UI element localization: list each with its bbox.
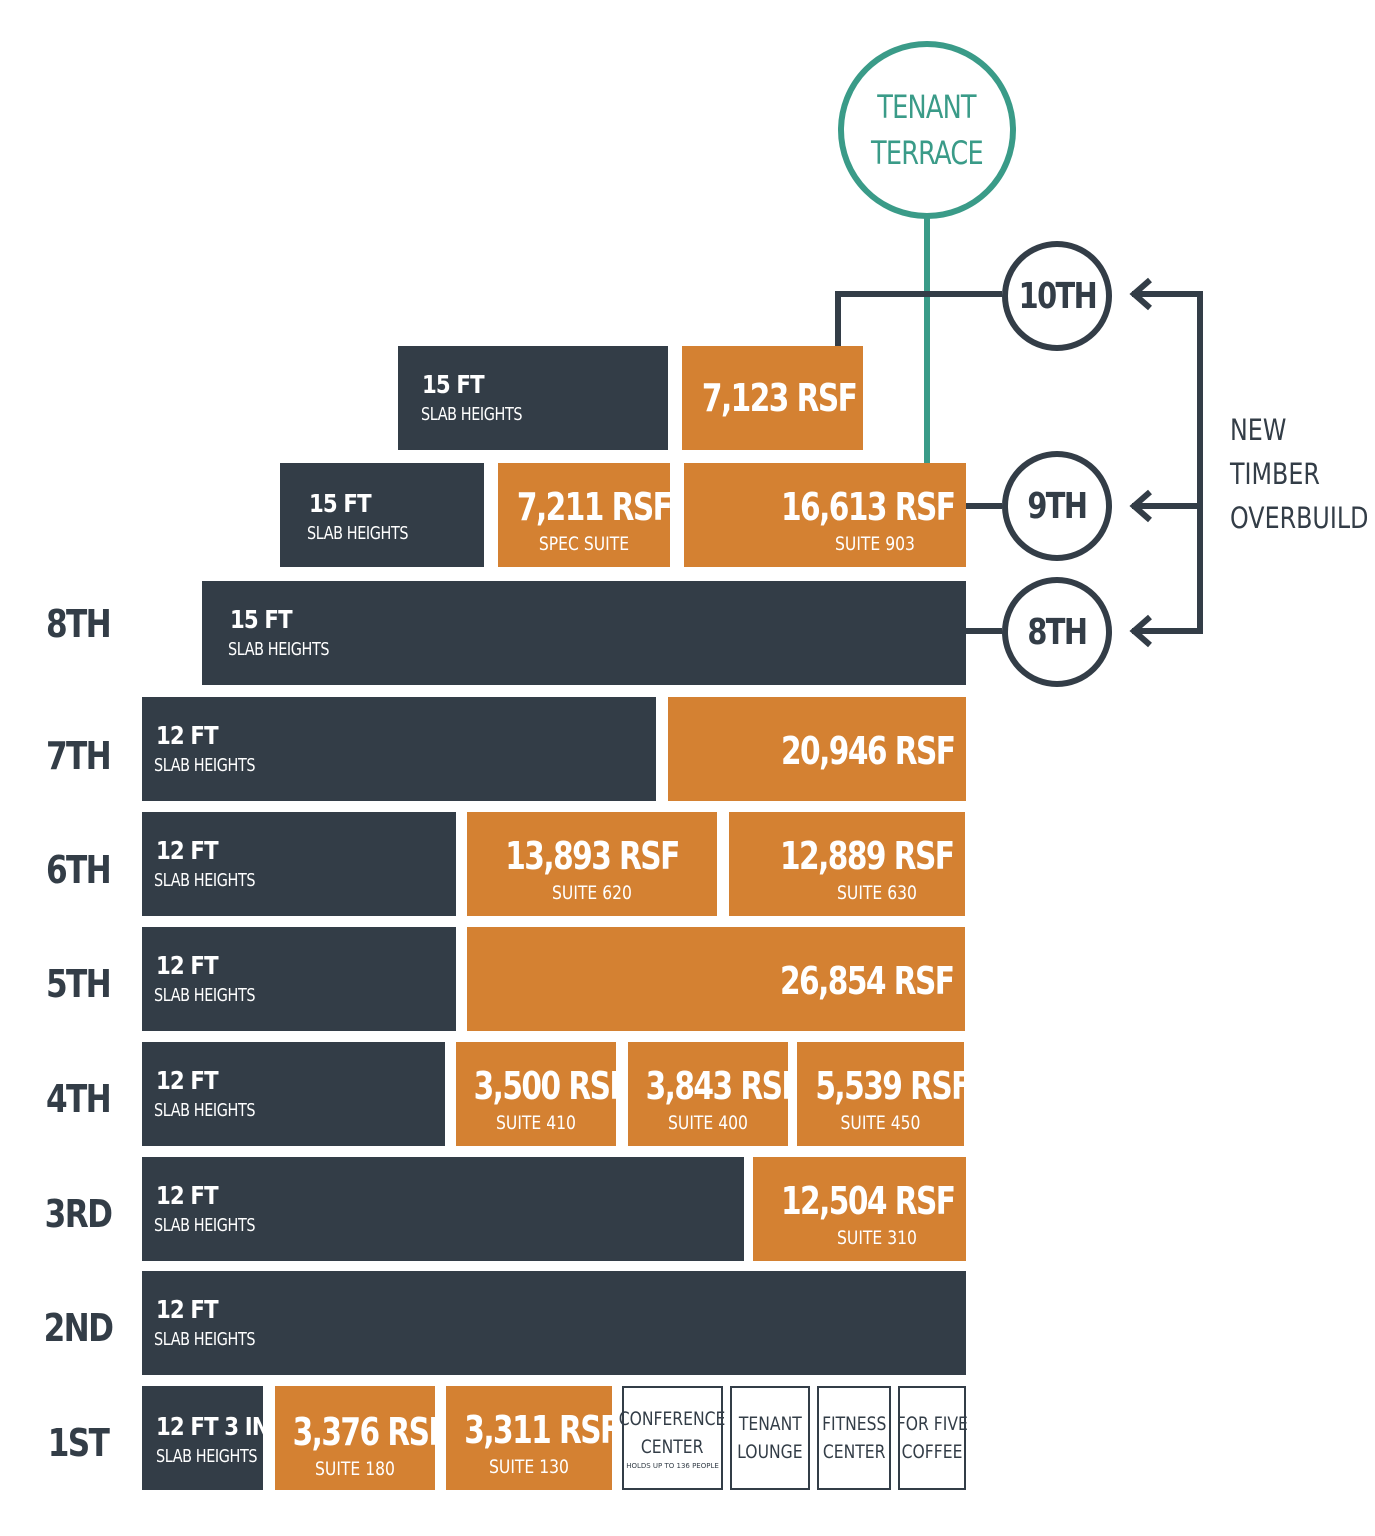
slab-height: 12 FT 3 IN	[156, 1412, 270, 1441]
floor-9-suite-903[interactable]: 16,613 RSF SUITE 903	[684, 463, 966, 567]
marker-8th: 8TH	[1002, 577, 1112, 687]
suite-rsf: 12,889 RSF	[779, 834, 954, 878]
slab-height: 12 FT	[156, 951, 219, 980]
suite-name: SUITE 620	[552, 882, 632, 904]
suite-rsf: 3,376 RSF	[292, 1410, 449, 1454]
floor-5-slab: 12 FT SLAB HEIGHTS	[142, 927, 456, 1031]
slab-height: 15 FT	[422, 370, 485, 399]
amenity-line1: CONFERENCE	[619, 1408, 726, 1430]
amenity-line2: CENTER	[822, 1441, 886, 1463]
floor-5-suite[interactable]: 26,854 RSF	[467, 927, 965, 1031]
suite-name: SUITE 630	[837, 882, 917, 904]
floor-2-slab: 12 FT SLAB HEIGHTS	[142, 1271, 966, 1375]
slab-label: SLAB HEIGHTS	[154, 1100, 256, 1121]
suite-rsf: 12,504 RSF	[780, 1179, 955, 1223]
slab-label: SLAB HEIGHTS	[154, 870, 256, 891]
floor-9-slab: 15 FT SLAB HEIGHTS	[280, 463, 484, 567]
amenity-line1: FOR FIVE	[896, 1413, 968, 1435]
floor-4-slab: 12 FT SLAB HEIGHTS	[142, 1042, 445, 1146]
suite-name: SUITE 903	[835, 533, 915, 555]
amenity-note: HOLDS UP TO 136 PEOPLE	[626, 1462, 719, 1470]
floor-3-slab: 12 FT SLAB HEIGHTS	[142, 1157, 744, 1261]
suite-name: SUITE 400	[668, 1112, 748, 1134]
for-five-coffee-box[interactable]: FOR FIVE COFFEE	[896, 1386, 968, 1490]
slab-label: SLAB HEIGHTS	[307, 523, 409, 544]
suite-rsf: 3,311 RSF	[464, 1408, 620, 1452]
floor-label-1st: 1ST	[47, 1421, 110, 1465]
suite-rsf: 26,854 RSF	[779, 959, 954, 1003]
suite-name: SUITE 130	[489, 1456, 569, 1478]
amenity-line2: LOUNGE	[737, 1441, 803, 1463]
marker-9th: 9TH	[1002, 451, 1112, 561]
floor-3-suite-310[interactable]: 12,504 RSF SUITE 310	[753, 1157, 966, 1261]
terrace-line2: TERRACE	[871, 134, 984, 172]
slab-label: SLAB HEIGHTS	[154, 755, 256, 776]
suite-name: SUITE 410	[496, 1112, 576, 1134]
floor-6-slab: 12 FT SLAB HEIGHTS	[142, 812, 456, 916]
floor-10-suite[interactable]: 7,123 RSF	[682, 346, 863, 450]
arrow-8th-icon	[1129, 614, 1152, 648]
suite-name: SPEC SUITE	[538, 533, 630, 555]
floor-10-slab: 15 FT SLAB HEIGHTS	[398, 346, 668, 450]
floor-1-slab: 12 FT 3 IN SLAB HEIGHTS	[142, 1386, 270, 1490]
new-timber-overbuild-label: NEW TIMBER OVERBUILD	[1230, 413, 1369, 535]
suite-name: SUITE 180	[315, 1458, 395, 1480]
floor-6-suite-620[interactable]: 13,893 RSF SUITE 620	[467, 812, 717, 916]
slab-label: SLAB HEIGHTS	[228, 639, 330, 660]
terrace-line1: TENANT	[877, 88, 977, 126]
suite-rsf: 20,946 RSF	[780, 729, 955, 773]
marker-10th: 10TH	[1002, 241, 1112, 351]
suite-rsf: 3,500 RSF	[473, 1064, 630, 1108]
amenity-line1: FITNESS	[821, 1413, 887, 1435]
floor-1-suite-130[interactable]: 3,311 RSF SUITE 130	[446, 1386, 620, 1490]
floor-label-4th: 4TH	[45, 1077, 112, 1121]
arrow-10th-icon	[1129, 277, 1152, 311]
amenity-line1: TENANT	[738, 1413, 802, 1435]
slab-label: SLAB HEIGHTS	[154, 1329, 256, 1350]
floor-4-suite-410[interactable]: 3,500 RSF SUITE 410	[456, 1042, 630, 1146]
floor-7-slab: 12 FT SLAB HEIGHTS	[142, 697, 656, 801]
tenant-terrace-circle: TENANT TERRACE	[838, 41, 1016, 219]
floor-7-suite[interactable]: 20,946 RSF	[668, 697, 966, 801]
suite-rsf: 7,123 RSF	[701, 376, 858, 420]
floor-4-suite-400[interactable]: 3,843 RSF SUITE 400	[628, 1042, 802, 1146]
slab-label: SLAB HEIGHTS	[154, 1215, 256, 1236]
floor-label-5th: 5TH	[45, 962, 112, 1006]
slab-height: 12 FT	[156, 1066, 219, 1095]
suite-rsf: 5,539 RSF	[815, 1064, 971, 1108]
slab-height: 12 FT	[156, 721, 219, 750]
floor-8-slab: 15 FT SLAB HEIGHTS	[202, 581, 966, 685]
tenant-lounge-box[interactable]: TENANT LOUNGE	[730, 1386, 810, 1490]
arrow-9th-icon	[1129, 489, 1152, 523]
amenity-line2: CENTER	[641, 1436, 704, 1458]
slab-height: 15 FT	[230, 605, 293, 634]
suite-rsf: 13,893 RSF	[505, 834, 680, 878]
floor-1-suite-180[interactable]: 3,376 RSF SUITE 180	[275, 1386, 449, 1490]
floor-label-7th: 7TH	[45, 734, 112, 778]
slab-label: SLAB HEIGHTS	[154, 985, 256, 1006]
suite-name: SUITE 450	[840, 1112, 921, 1134]
slab-height: 12 FT	[156, 1295, 219, 1324]
slab-height: 12 FT	[156, 1181, 219, 1210]
slab-label: SLAB HEIGHTS	[156, 1446, 258, 1467]
floor-label-2nd: 2ND	[43, 1306, 114, 1350]
suite-name: SUITE 310	[837, 1227, 917, 1249]
slab-height: 12 FT	[156, 836, 219, 865]
floor-label-6th: 6TH	[45, 848, 112, 892]
slab-label: SLAB HEIGHTS	[421, 404, 523, 425]
slab-height: 15 FT	[309, 489, 372, 518]
floor-9-spec-suite[interactable]: 7,211 RSF SPEC SUITE	[498, 463, 673, 567]
floor-label-8th: 8TH	[45, 602, 112, 646]
conference-center-box[interactable]: CONFERENCE CENTER HOLDS UP TO 136 PEOPLE	[619, 1386, 726, 1490]
floor-6-suite-630[interactable]: 12,889 RSF SUITE 630	[729, 812, 965, 916]
fitness-center-box[interactable]: FITNESS CENTER	[817, 1386, 891, 1490]
floor-4-suite-450[interactable]: 5,539 RSF SUITE 450	[797, 1042, 971, 1146]
floor-label-3rd: 3RD	[44, 1192, 113, 1236]
amenity-line2: COFFEE	[901, 1441, 963, 1463]
suite-rsf: 16,613 RSF	[780, 485, 955, 529]
suite-rsf: 3,843 RSF	[645, 1064, 802, 1108]
suite-rsf: 7,211 RSF	[516, 485, 673, 529]
